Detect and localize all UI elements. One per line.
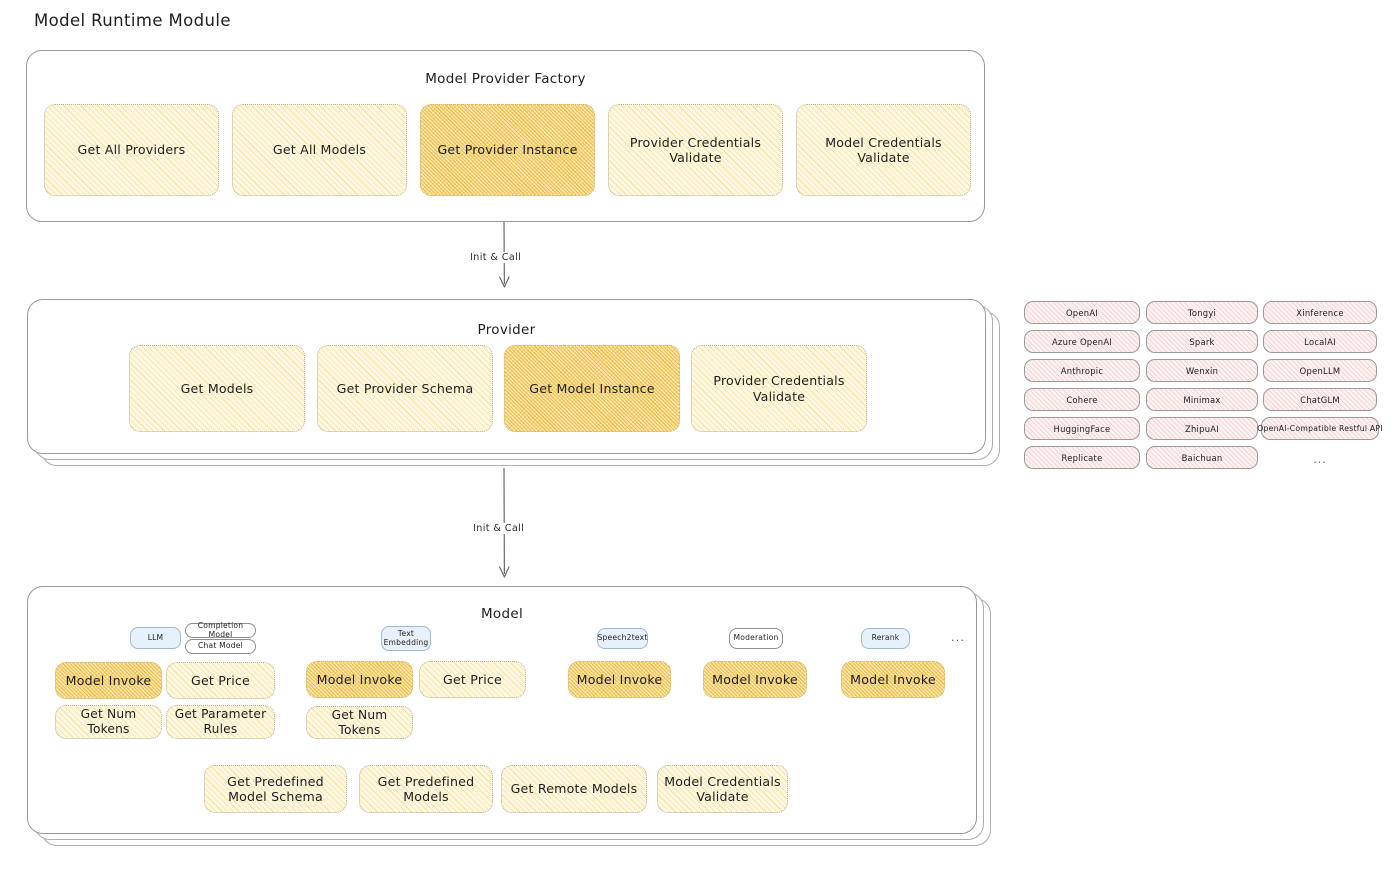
provider-fn-get-model-instance[interactable]: Get Model Instance [504, 345, 680, 432]
moderation-fn-model-invoke[interactable]: Model Invoke [703, 661, 807, 698]
provider-fn-get-provider-schema[interactable]: Get Provider Schema [317, 345, 493, 432]
provider-chip-tongyi[interactable]: Tongyi [1146, 301, 1258, 324]
arrow-label-init-and-call-1: Init & Call [466, 252, 526, 263]
provider-chip-replicate[interactable]: Replicate [1024, 446, 1140, 469]
provider-chip-openai[interactable]: OpenAI [1024, 301, 1140, 324]
provider-chip-zhipuai[interactable]: ZhipuAI [1146, 417, 1258, 440]
provider-chip-chatglm[interactable]: ChatGLM [1263, 388, 1377, 411]
rerank-fn-model-invoke[interactable]: Model Invoke [841, 661, 945, 698]
provider-fn-provider-credentials-validate[interactable]: Provider Credentials Validate [691, 345, 867, 432]
model-title: Model [480, 606, 524, 622]
model-sub-badge-chat-model[interactable]: Chat Model [185, 639, 256, 654]
provider-chip-openllm[interactable]: OpenLLM [1263, 359, 1377, 382]
model-type-badge-llm[interactable]: LLM [130, 627, 181, 649]
factory-fn-provider-credentials-validate[interactable]: Provider Credentials Validate [608, 104, 783, 196]
model-types-overflow-ellipsis: ... [951, 631, 966, 644]
model-type-badge-moderation[interactable]: Moderation [729, 628, 783, 649]
llm-fn-get-num-tokens[interactable]: Get Num Tokens [55, 705, 162, 739]
arrow-provider-to-model [499, 467, 510, 578]
model-shared-fn-get-remote-models[interactable]: Get Remote Models [501, 765, 647, 813]
speech2text-fn-model-invoke[interactable]: Model Invoke [568, 661, 671, 698]
llm-fn-model-invoke[interactable]: Model Invoke [55, 662, 162, 699]
text-embedding-fn-get-price[interactable]: Get Price [419, 661, 526, 698]
factory-fn-get-all-models[interactable]: Get All Models [232, 104, 407, 196]
model-type-badge-text-embedding[interactable]: Text Embedding [381, 626, 431, 651]
provider-chip-minimax[interactable]: Minimax [1146, 388, 1258, 411]
model-provider-factory-title: Model Provider Factory [425, 71, 586, 87]
arrow-label-init-and-call-2: Init & Call [469, 523, 529, 534]
factory-fn-get-all-providers[interactable]: Get All Providers [44, 104, 219, 196]
model-type-badge-speech2text[interactable]: Speech2text [597, 628, 648, 649]
factory-fn-get-provider-instance[interactable]: Get Provider Instance [420, 104, 595, 196]
model-shared-fn-get-predefined-models[interactable]: Get Predefined Models [359, 765, 493, 813]
provider-chip-spark[interactable]: Spark [1146, 330, 1258, 353]
provider-chip-localai[interactable]: LocalAI [1263, 330, 1377, 353]
text-embedding-fn-get-num-tokens[interactable]: Get Num Tokens [306, 706, 413, 739]
text-embedding-fn-model-invoke[interactable]: Model Invoke [306, 661, 413, 698]
provider-chip-baichuan[interactable]: Baichuan [1146, 446, 1258, 469]
provider-chip-anthropic[interactable]: Anthropic [1024, 359, 1140, 382]
provider-chip-azure-openai[interactable]: Azure OpenAI [1024, 330, 1140, 353]
model-type-badge-rerank[interactable]: Rerank [861, 628, 910, 649]
provider-chip-huggingface[interactable]: HuggingFace [1024, 417, 1140, 440]
page-title: Model Runtime Module [34, 11, 231, 30]
provider-list-ellipsis: ... [1313, 453, 1327, 466]
llm-fn-get-parameter-rules[interactable]: Get Parameter Rules [166, 705, 275, 739]
provider-chip-cohere[interactable]: Cohere [1024, 388, 1140, 411]
provider-chip-wenxin[interactable]: Wenxin [1146, 359, 1258, 382]
model-sub-badge-completion-model[interactable]: Completion Model [185, 621, 256, 638]
llm-fn-get-price[interactable]: Get Price [166, 662, 275, 699]
provider-title: Provider [477, 322, 536, 338]
model-shared-fn-get-predefined-model-schema[interactable]: Get Predefined Model Schema [204, 765, 347, 813]
factory-fn-model-credentials-validate[interactable]: Model Credentials Validate [796, 104, 971, 196]
model-shared-fn-model-credentials-validate[interactable]: Model Credentials Validate [657, 765, 788, 813]
provider-fn-get-models[interactable]: Get Models [129, 345, 305, 432]
provider-chip-xinference[interactable]: Xinference [1263, 301, 1377, 324]
provider-chip-openai-compatible-restful-api[interactable]: OpenAI-Compatible Restful API [1257, 417, 1383, 440]
